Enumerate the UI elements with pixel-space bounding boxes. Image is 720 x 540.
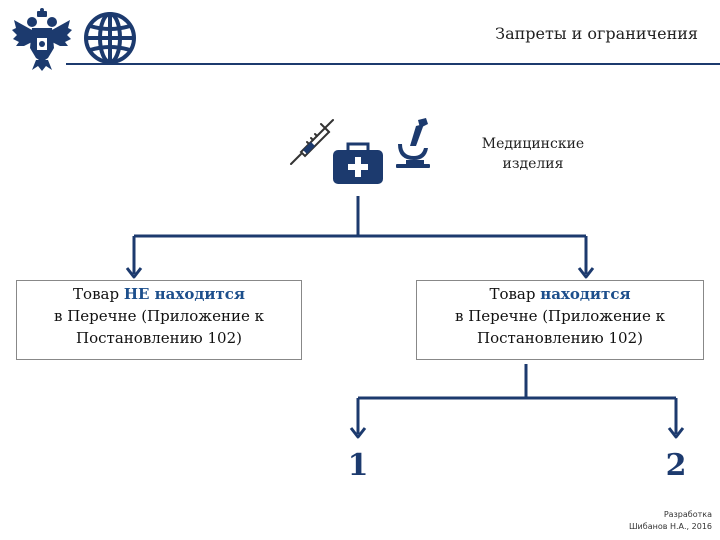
- footer-line1: Разработка: [663, 510, 712, 519]
- outcome-number-1: 1: [347, 448, 369, 483]
- box-in-list: Товар находится в Перечне (Приложение к …: [416, 280, 704, 360]
- category-label-line2: изделия: [502, 156, 564, 172]
- box-not-in-list: Товар НЕ находится в Перечне (Приложение…: [16, 280, 302, 360]
- globe-icon: [82, 10, 138, 66]
- medical-bag-icon: [332, 140, 384, 186]
- box-right-line2: в Перечне (Приложение к: [455, 307, 665, 325]
- box-left-line2: в Перечне (Приложение к: [54, 307, 264, 325]
- category-label: Медицинские изделия: [468, 134, 598, 174]
- microscope-icon: [392, 116, 434, 170]
- outcome-number-2: 2: [665, 448, 687, 483]
- footer-credit: Разработка Шибанов Н.А., 2016: [629, 509, 712, 533]
- box-left-line3: Постановлению 102): [76, 329, 242, 347]
- box-right-highlight: находится: [540, 285, 631, 303]
- box-left-highlight: НЕ находится: [123, 285, 245, 303]
- box-right-prefix: Товар: [489, 285, 541, 303]
- syringe-icon: [285, 116, 339, 170]
- page-title: Запреты и ограничения: [495, 24, 698, 43]
- footer-line2: Шибанов Н.А., 2016: [629, 522, 712, 531]
- box-right-line3: Постановлению 102): [477, 329, 643, 347]
- box-left-prefix: Товар: [73, 285, 124, 303]
- header-divider: [66, 63, 720, 65]
- box-left-line1: Товар НЕ находится: [17, 283, 301, 305]
- coat-of-arms-icon: [10, 8, 74, 72]
- category-label-line1: Медицинские: [481, 136, 585, 152]
- box-right-line1: Товар находится: [417, 283, 703, 305]
